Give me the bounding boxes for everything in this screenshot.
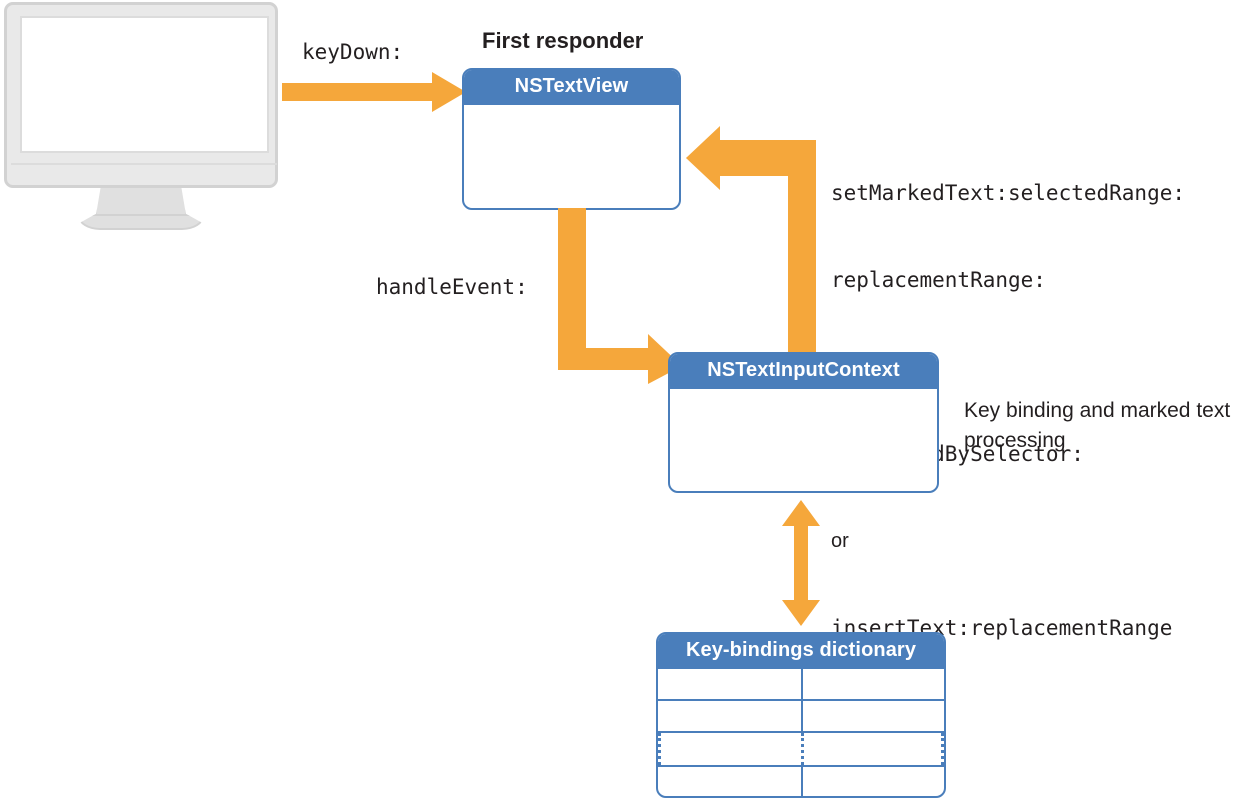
ellipsis-left bbox=[658, 733, 661, 765]
ellipsis-right bbox=[941, 733, 944, 765]
column-divider bbox=[801, 701, 803, 731]
keydown-label: keyDown: bbox=[302, 40, 404, 64]
key-binding-note: Key binding and marked text processing bbox=[964, 399, 1231, 452]
keybindings-dictionary-body bbox=[658, 669, 944, 796]
monitor-stand-foot bbox=[78, 214, 204, 230]
keybindings-dictionary-title: Key-bindings dictionary bbox=[658, 634, 944, 669]
first-responder-label: First responder bbox=[482, 28, 644, 53]
return-arrow bbox=[686, 126, 816, 360]
table-row bbox=[658, 701, 944, 733]
monitor-screen bbox=[20, 16, 269, 153]
nstextinputcontext-box[interactable]: NSTextInputContext bbox=[668, 352, 939, 493]
monitor-chin-divider bbox=[11, 163, 277, 165]
return-message-line-1: setMarkedText:selectedRange: bbox=[831, 181, 1186, 205]
column-divider-ellipsis bbox=[801, 733, 804, 765]
column-divider bbox=[801, 767, 803, 796]
column-divider bbox=[801, 669, 803, 699]
desktop-display bbox=[0, 0, 290, 235]
return-message-line-5: or bbox=[831, 530, 849, 552]
nstextview-box[interactable]: NSTextView bbox=[462, 68, 681, 210]
table-row bbox=[658, 669, 944, 701]
monitor-body bbox=[4, 2, 278, 188]
return-messages-label: setMarkedText:selectedRange: replacement… bbox=[831, 121, 1185, 701]
handleevent-arrow bbox=[558, 208, 682, 384]
keydown-arrow bbox=[282, 72, 466, 112]
table-row bbox=[658, 765, 944, 796]
return-message-line-2: replacementRange: bbox=[831, 268, 1046, 292]
nstextinputcontext-title: NSTextInputContext bbox=[670, 354, 937, 389]
table-row-ellipsis bbox=[658, 733, 944, 765]
keybindings-dictionary-table[interactable]: Key-bindings dictionary bbox=[656, 632, 946, 798]
handleevent-label: handleEvent: bbox=[376, 275, 528, 299]
dictionary-arrow bbox=[782, 500, 820, 626]
apple-logo-icon bbox=[140, 170, 154, 187]
nstextview-title: NSTextView bbox=[464, 70, 679, 105]
